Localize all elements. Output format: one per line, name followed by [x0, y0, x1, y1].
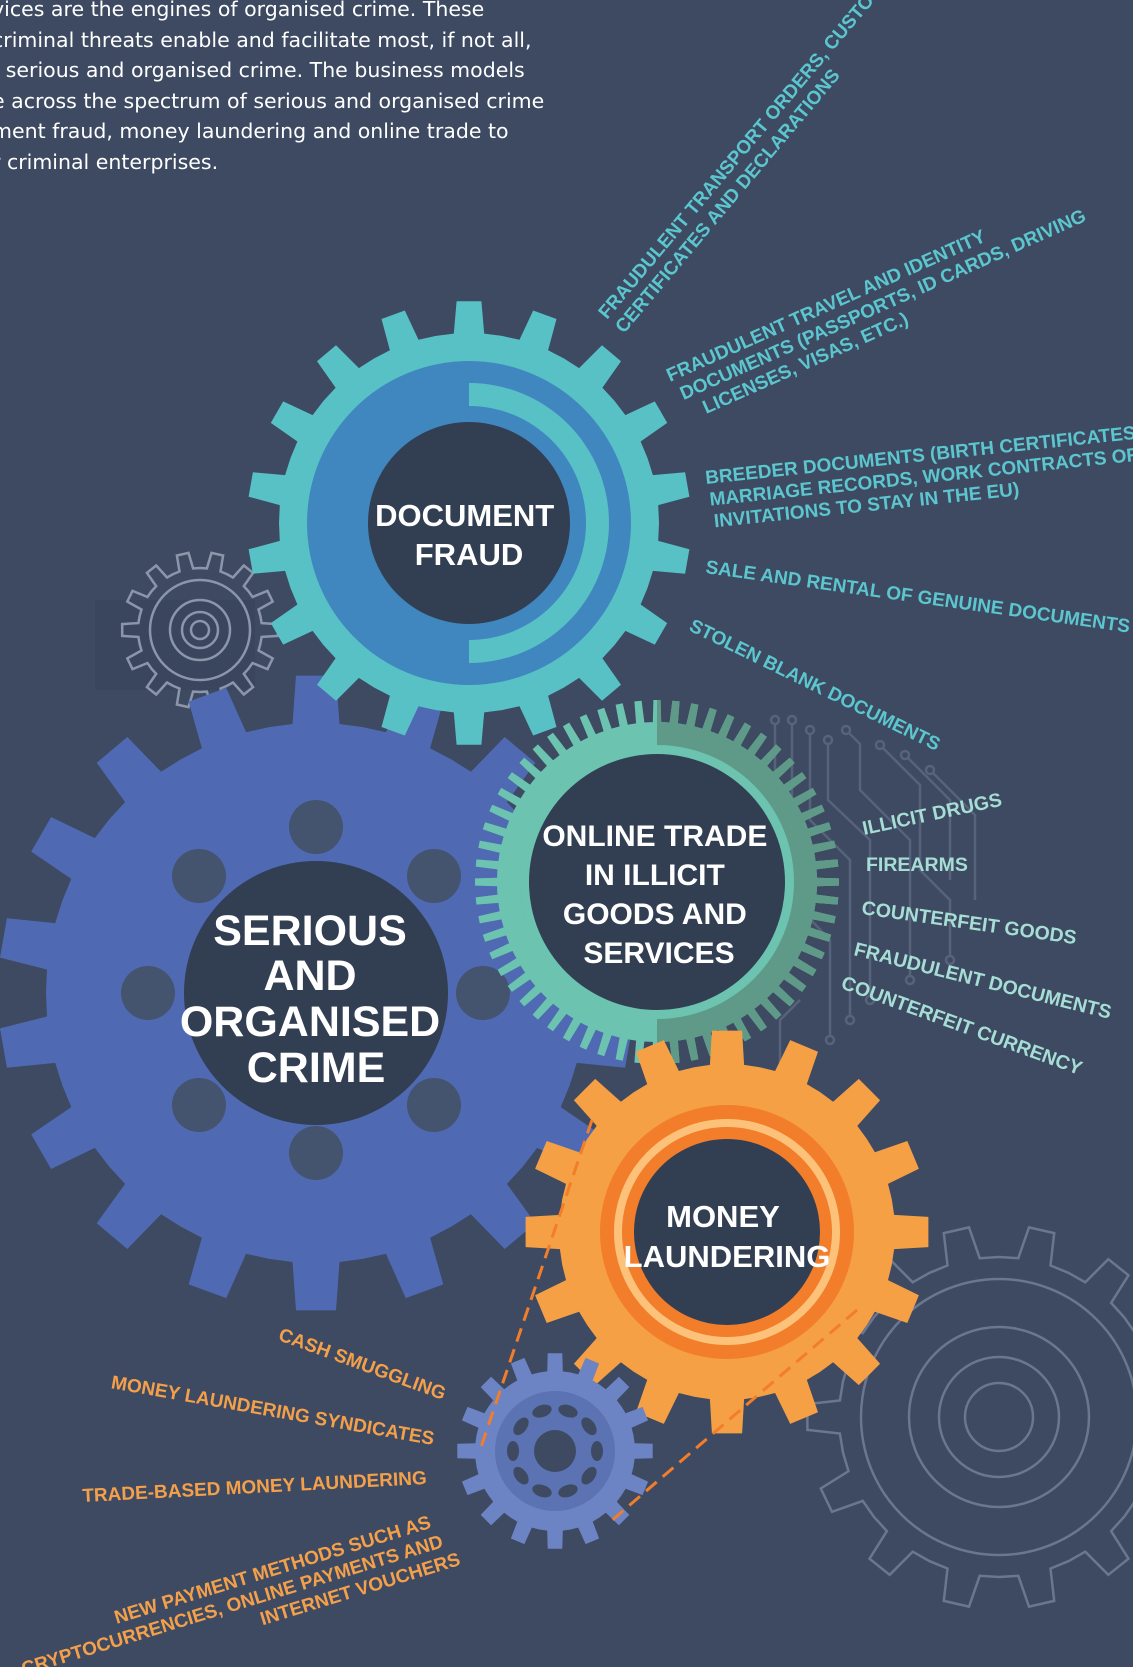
outline-gear-left [95, 551, 280, 709]
gear-hole [172, 1078, 226, 1132]
gear-ring [180, 610, 220, 650]
money-laundering-list: CASH SMUGGLING MONEY LAUNDERING SYNDICAT… [13, 1325, 463, 1667]
gear-ring [907, 1325, 1091, 1509]
intro-line: e across the spectrum of serious and org… [0, 88, 545, 113]
serious-crime-label: SERIOUS AND ORGANISED CRIME [180, 907, 452, 1092]
serious-crime-gear: SERIOUS AND ORGANISED CRIME [0, 675, 632, 1311]
gear-hole [121, 966, 175, 1020]
gear-slot [558, 1484, 578, 1498]
outline-gear-right [806, 1225, 1133, 1609]
intro-line: ment fraud, money laundering and online … [0, 119, 509, 143]
gear-slot [591, 1441, 603, 1461]
gear-slot [532, 1484, 552, 1498]
intro-line: f serious and organised crime. The busin… [0, 58, 525, 82]
gear-slot [513, 1466, 529, 1485]
money-laundering-label: MONEY LAUNDERING [624, 1199, 831, 1274]
gear-slot [532, 1404, 552, 1418]
gear-ring [148, 578, 252, 682]
online-trade-label: ONLINE TRADE IN ILLICIT GOODS AND SERVIC… [542, 820, 775, 970]
intro-paragraph: vices are the engines of organised crime… [0, 0, 552, 177]
document-fraud-list: FRAUDULENT TRANSPORT ORDERS, CUSTOMS CER… [595, 0, 1133, 756]
gear-hole [407, 849, 461, 903]
gear-ring [937, 1355, 1061, 1479]
document-fraud-hub [368, 422, 570, 624]
gear-slot [581, 1466, 597, 1485]
serious-crime-hub [184, 861, 448, 1125]
label-cash-smuggling: CASH SMUGGLING [276, 1325, 449, 1405]
gear-slot [507, 1441, 519, 1461]
online-trade-gear: ONLINE TRADE IN ILLICIT GOODS AND SERVIC… [475, 700, 839, 1064]
gear-hole [456, 966, 510, 1020]
label-counterfeit-goods: COUNTERFEIT GOODS [860, 897, 1078, 949]
gear-ring [189, 619, 211, 641]
label-sale-rental: SALE AND RENTAL OF GENUINE DOCUMENTS [704, 557, 1131, 637]
label-new-payment-methods: NEW PAYMENT METHODS SUCH AS CRYPTOCURREN… [13, 1507, 463, 1667]
gear-ring [859, 1277, 1133, 1557]
gear-hole [289, 1126, 343, 1180]
gear-ring [963, 1381, 1035, 1453]
gear-slot [581, 1417, 597, 1436]
intro-line: vices are the engines of organised crime… [0, 0, 485, 21]
orange-connectors [478, 1119, 858, 1524]
gear-hole [289, 800, 343, 854]
label-firearms: FIREARMS [866, 854, 968, 876]
document-fraud-label: DOCUMENT FRAUD [375, 498, 563, 572]
gear-teeth [806, 1225, 1133, 1609]
money-laundering-hub [634, 1139, 820, 1325]
intro-line: r criminal enterprises. [0, 149, 219, 174]
intro-line: criminal threats enable and facilitate m… [0, 27, 532, 52]
online-trade-hub [529, 754, 785, 1010]
label-breeder-documents: BREEDER DOCUMENTS (BIRTH CERTIFICATES, M… [704, 422, 1133, 533]
gear-ring [168, 598, 232, 662]
gear-hole [172, 849, 226, 903]
small-blue-gear [457, 1353, 653, 1549]
gear-teeth [120, 551, 280, 709]
label-illicit-drugs: ILLICIT DRUGS [860, 789, 1003, 840]
document-fraud-gear: DOCUMENT FRAUD [248, 301, 690, 745]
label-travel-documents: FRAUDULENT TRAVEL AND IDENTITY DOCUMENTS… [663, 183, 1103, 426]
label-trade-based: TRADE-BASED MONEY LAUNDERING [82, 1468, 427, 1507]
money-laundering-gear: MONEY LAUNDERING [525, 1030, 929, 1434]
gear-slot [558, 1404, 578, 1418]
gear-hole [407, 1078, 461, 1132]
gear-slot [513, 1417, 529, 1436]
